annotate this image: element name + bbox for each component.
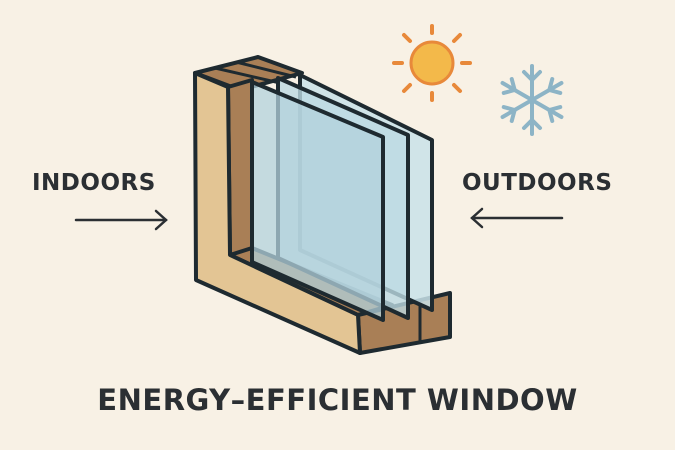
- glass-panes: [250, 73, 434, 322]
- frame-front: [193, 71, 362, 355]
- arrow-left-icon: [470, 207, 564, 229]
- sun-icon: [392, 24, 472, 102]
- snowflake-icon: [496, 64, 568, 136]
- diagram-title: ENERGY–EFFICIENT WINDOW: [97, 383, 578, 417]
- glass-pane-inner: [250, 80, 385, 322]
- indoors-label: INDOORS: [32, 170, 156, 196]
- outdoors-label: OUTDOORS: [462, 170, 613, 196]
- arrow-right-icon: [74, 209, 168, 231]
